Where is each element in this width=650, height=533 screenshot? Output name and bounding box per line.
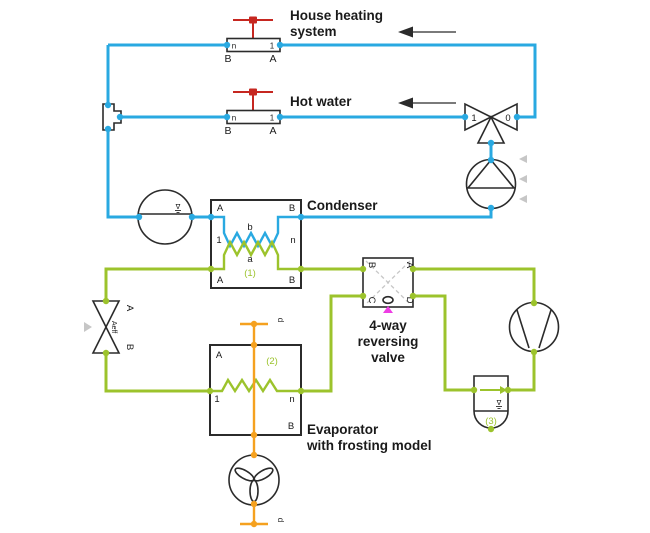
coil-label: b — [247, 222, 252, 233]
port-label: n — [289, 394, 294, 405]
component-index: (2) — [266, 356, 278, 367]
port-label: B — [289, 203, 295, 214]
four-way-label: valve — [371, 350, 405, 365]
port-label: B — [366, 262, 377, 268]
valve-actuator-icon — [249, 88, 257, 96]
port-label: D — [404, 297, 415, 304]
connection-points — [102, 41, 538, 528]
signal-arrow-icon — [519, 155, 527, 163]
port-label: 1 — [270, 114, 275, 123]
expansion-tank: ∇ — [137, 189, 193, 245]
accumulator: ∇ (3) — [473, 375, 509, 429]
port-label: n — [232, 114, 236, 123]
level-symbol: ∇ — [496, 399, 502, 407]
evaporator-label: Evaporator — [307, 422, 379, 437]
flow-arrow-icon — [500, 386, 507, 394]
component-index: (3) — [485, 416, 497, 427]
house-heating-radiator: n 1 B A — [224, 16, 281, 65]
port-label: B — [224, 125, 231, 137]
port-label: 1 — [214, 394, 219, 405]
condenser-label: Condenser — [307, 198, 378, 213]
port-label: n — [290, 235, 295, 246]
annotation-labels: House heating system Hot water Condenser… — [290, 8, 432, 453]
port-label: A — [217, 203, 224, 214]
port-label: A — [404, 262, 415, 269]
fan — [228, 454, 280, 506]
port-label: 0 — [505, 113, 510, 124]
port-label: A — [217, 275, 224, 286]
signal-arrow-icon — [519, 195, 527, 203]
port-label: B — [289, 275, 295, 286]
signal-arrow-icon — [519, 175, 527, 183]
control-signal-icon — [383, 306, 393, 313]
air-port-label: d — [276, 518, 285, 522]
port-label: 1 — [471, 113, 476, 124]
left-arrow-icon — [398, 26, 413, 38]
port-label: A — [124, 305, 135, 312]
circulation-pump — [465, 155, 527, 210]
hot-water-radiator: n 1 B A — [224, 88, 281, 137]
hot-water-label: Hot water — [290, 94, 352, 109]
port-label: C — [366, 297, 377, 304]
coil-label: a — [247, 254, 253, 265]
signal-arrow-icon — [84, 322, 92, 332]
valve-actuator-icon — [249, 16, 257, 24]
condenser: A B 1 n b a (1) A B — [210, 199, 302, 289]
valve-port-icon — [382, 295, 394, 305]
port-label: n — [232, 42, 236, 51]
expansion-valve: A Aeff B — [84, 300, 135, 354]
evaporator: A (2) 1 n B — [209, 344, 302, 436]
refrigerant-pipes — [104, 267, 536, 393]
house-heating-label: system — [290, 24, 337, 39]
flow-direction-arrows — [398, 26, 456, 109]
house-heating-label: House heating — [290, 8, 383, 23]
air-port-label: d — [276, 318, 285, 322]
four-way-label: reversing — [358, 334, 419, 349]
port-label: A — [269, 125, 276, 137]
left-arrow-icon — [398, 97, 413, 109]
water-pipes — [106, 43, 537, 219]
port-label: B — [288, 421, 294, 432]
port-label: 1 — [216, 235, 221, 246]
four-way-label: 4-way — [369, 318, 407, 333]
port-label: B — [224, 53, 231, 65]
port-label: 1 — [270, 42, 275, 51]
port-label: A — [269, 53, 276, 65]
port-label: B — [124, 344, 135, 350]
evaporator-label: with frosting model — [306, 438, 432, 453]
compressor — [508, 301, 560, 353]
four-way-reversing-valve: B A C D — [362, 257, 415, 313]
port-label: A — [216, 350, 223, 361]
level-symbol: ∇ — [175, 203, 181, 211]
three-way-valve: 1 0 — [464, 102, 518, 144]
valve-area-label: Aeff — [110, 321, 117, 333]
component-index: (1) — [244, 268, 256, 279]
